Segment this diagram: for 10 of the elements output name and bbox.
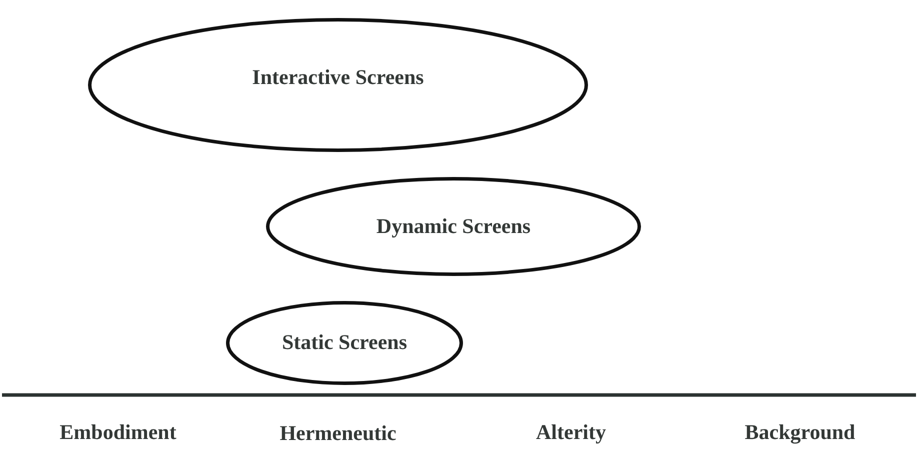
node-label: Static Screens <box>282 331 407 355</box>
ellipse-node <box>226 301 463 385</box>
axis-category-label: Alterity <box>536 421 606 444</box>
axis-category-label: Embodiment <box>60 421 176 444</box>
axis-category-label: Hermeneutic <box>280 422 396 446</box>
node-label: Dynamic Screens <box>376 214 531 238</box>
node-label: Interactive Screens <box>252 66 424 90</box>
ellipse-node <box>266 177 641 276</box>
ellipse-node <box>88 18 588 152</box>
axis-category-label: Background <box>744 421 856 444</box>
